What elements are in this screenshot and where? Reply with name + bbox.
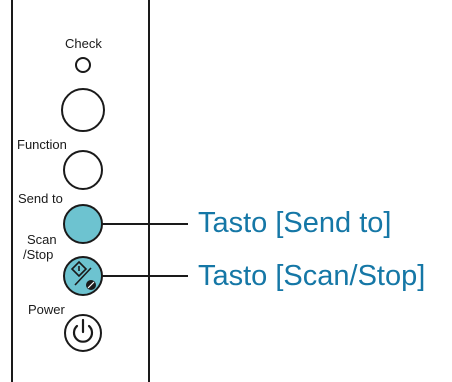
scan-label: Scan [27, 232, 57, 247]
scan-stop-button[interactable] [63, 256, 103, 296]
check-indicator-icon [75, 57, 91, 73]
check-label: Check [65, 36, 102, 51]
send-to-label: Send to [18, 191, 63, 206]
send-to-callout: Tasto [Send to] [198, 207, 392, 239]
upper-button[interactable] [61, 88, 105, 132]
stop-label: /Stop [23, 247, 54, 262]
scan-stop-icon [70, 260, 96, 290]
control-panel [11, 0, 150, 382]
power-label: Power [28, 302, 65, 317]
function-label: Function [17, 137, 67, 152]
scan-stop-callout: Tasto [Scan/Stop] [198, 260, 426, 292]
function-button[interactable] [63, 150, 103, 190]
power-button[interactable] [64, 314, 102, 352]
power-icon [72, 318, 94, 343]
send-to-button[interactable] [63, 204, 103, 244]
